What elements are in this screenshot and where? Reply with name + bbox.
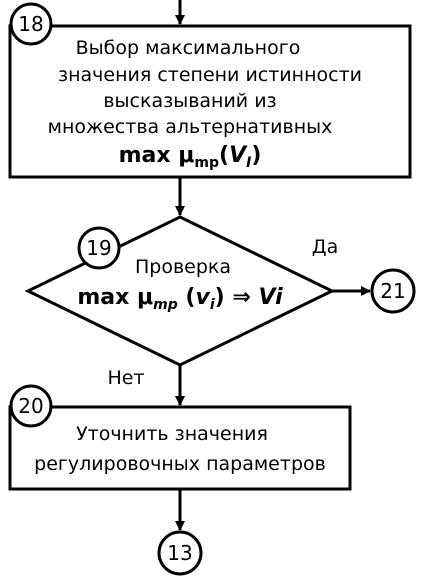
- block-18-formula: max μmp(VI): [119, 143, 262, 171]
- block-19-number: 19: [86, 236, 111, 260]
- connector-13-circle: [157, 530, 203, 576]
- connector-21-label: 21: [380, 279, 405, 303]
- connector-21-circle: [370, 268, 416, 314]
- block-20-box: [8, 405, 352, 491]
- block-18-number: 18: [18, 12, 43, 36]
- block-18-line-2: значения степени истинности: [58, 64, 362, 86]
- block-20-number-circle: [9, 384, 53, 428]
- block-19-label: Проверка: [135, 256, 231, 278]
- connector-13-label: 13: [167, 541, 192, 565]
- block-19-formula: max μmp (vi) ⇒ Vi: [77, 285, 283, 313]
- block-20-number: 20: [18, 394, 43, 418]
- branch-no-label: Нет: [107, 367, 144, 389]
- block-20-line-2: регулировочных параметров: [34, 453, 326, 475]
- block-18-line-3: высказываний из: [103, 90, 276, 112]
- block-18-line-4: множества альтернативных: [48, 116, 333, 138]
- block-18-box: [8, 24, 412, 179]
- block-20-line-1: Уточнить значения: [76, 423, 268, 445]
- block-18-line-1: Выбор максимального: [76, 37, 301, 59]
- block-19-number-circle: [77, 226, 121, 270]
- block-18-number-circle: [9, 2, 53, 46]
- branch-yes-label: Да: [312, 236, 339, 258]
